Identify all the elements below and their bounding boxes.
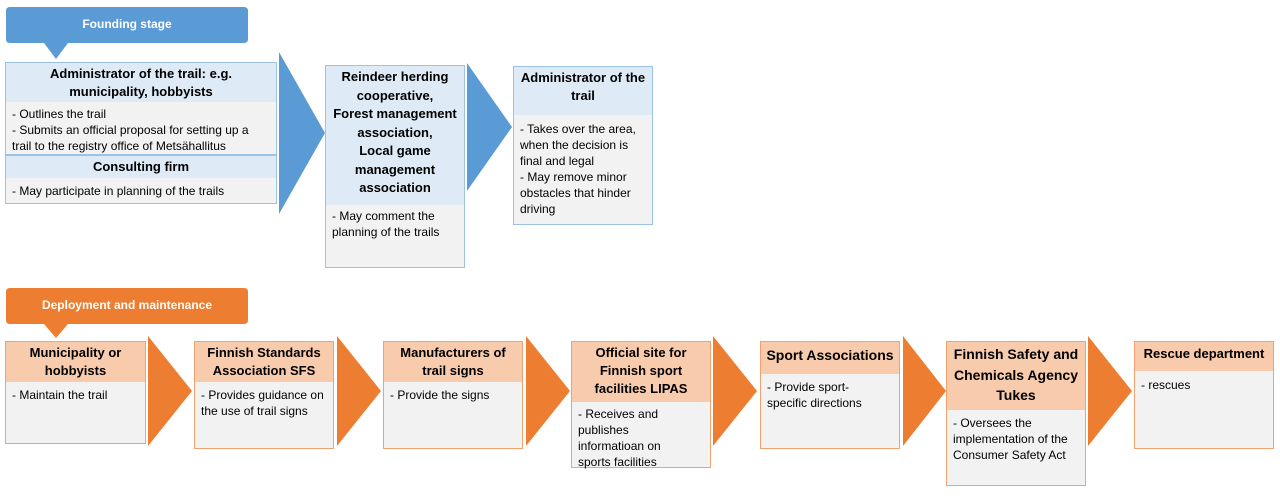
sfs-description: - Provides guidance on the use of trail … — [195, 382, 333, 448]
description-line: planning of the trails — [332, 225, 440, 239]
description-line: - Submits an official proposal for setti… — [12, 123, 249, 137]
description-line: trail to the registry office of Metsähal… — [12, 139, 226, 153]
sport-associations-description: - Provide sport- specific directions — [761, 374, 899, 448]
consulting-firm-description: - May participate in planning of the tra… — [6, 178, 276, 203]
lipas-description: - Receives and publishes informatioan on… — [572, 402, 710, 469]
title-line: management — [354, 161, 436, 177]
title-line: Finnish Standards — [207, 345, 321, 360]
rescue-department-box: Rescue department - rescues — [1134, 341, 1274, 449]
title-line: Forest management — [333, 106, 457, 121]
title-line: Sport Associations — [766, 347, 894, 363]
title-line: Administrator of the — [520, 70, 646, 85]
manufacturers-title: Manufacturers of trail signs — [384, 342, 522, 382]
sport-associations-box: Sport Associations - Provide sport- spec… — [760, 341, 900, 449]
description-line: - Outlines the trail — [12, 107, 107, 121]
chevron-right-icon — [903, 336, 946, 446]
description-line: the use of trail signs — [201, 404, 308, 418]
title-line: Finnish sport — [599, 363, 683, 378]
lipas-box: Official site for Finnish sport faciliti… — [571, 341, 711, 469]
chevron-right-icon — [526, 336, 570, 446]
title-line: Rescue department — [1143, 346, 1265, 361]
chevron-right-icon — [279, 52, 325, 214]
description-line: specific directions — [767, 396, 862, 410]
title-line: trail — [571, 88, 595, 103]
title-line: trail signs — [422, 363, 484, 378]
chevron-right-icon — [713, 336, 757, 446]
description-line: - rescues — [1141, 378, 1191, 392]
municipality-description: - Maintain the trail — [6, 382, 145, 443]
chevron-right-icon — [148, 336, 192, 446]
title-line: Local game — [359, 143, 431, 158]
description-line: - Oversees the — [953, 416, 1032, 430]
description-line: implementation of the — [953, 432, 1068, 446]
title-line: Manufacturers of — [400, 345, 506, 360]
tukes-box: Finnish Safety and Chemicals Agency Tuke… — [946, 341, 1086, 486]
admin-hobbyists-box: Administrator of the trail: e.g. municip… — [5, 62, 277, 155]
description-line: - May participate in planning of the tra… — [12, 184, 225, 198]
sport-associations-title: Sport Associations — [761, 342, 899, 374]
municipality-box: Municipality or hobbyists - Maintain the… — [5, 341, 146, 444]
description-line: - Provides guidance on — [201, 388, 324, 402]
chevron-right-icon — [337, 336, 381, 446]
deployment-callout: Deployment and maintenance — [6, 288, 248, 338]
title-line: Administrator of the trail: e.g. — [49, 66, 232, 81]
description-line: driving — [520, 202, 556, 216]
administrator-description: - Takes over the area, when the decision… — [514, 115, 652, 224]
title-line: association, — [357, 124, 433, 140]
tukes-title: Finnish Safety and Chemicals Agency Tuke… — [947, 342, 1085, 410]
municipality-title: Municipality or hobbyists — [6, 342, 145, 382]
manufacturers-box: Manufacturers of trail signs - Provide t… — [383, 341, 523, 449]
title-line: Association SFS — [212, 363, 316, 378]
callout-shape — [6, 7, 248, 59]
description-line: when the decision is — [520, 138, 629, 152]
lipas-title: Official site for Finnish sport faciliti… — [572, 342, 710, 402]
manufacturers-description: - Provide the signs — [384, 382, 522, 448]
description-line: obstacles that hinder — [520, 186, 631, 200]
title-line: Reindeer herding — [341, 69, 449, 84]
consulting-firm-box: Consulting firm - May participate in pla… — [5, 155, 277, 204]
sfs-box: Finnish Standards Association SFS - Prov… — [194, 341, 334, 449]
description-line: - Receives and — [578, 407, 659, 421]
title-line: Official site for — [595, 345, 687, 360]
founding-stage-callout: Founding stage — [6, 7, 248, 59]
title-line: hobbyists — [44, 363, 107, 378]
description-line: - Provide the signs — [390, 388, 490, 402]
description-line: publishes — [578, 423, 629, 437]
consulting-firm-title: Consulting firm — [6, 156, 276, 178]
administrator-title: Administrator of the trail — [514, 67, 652, 115]
description-line: - Maintain the trail — [12, 388, 108, 402]
title-line: facilities LIPAS — [594, 381, 688, 396]
description-line: - May comment the — [332, 209, 435, 223]
description-line: - Takes over the area, — [520, 122, 636, 136]
title-line: Tukes — [996, 387, 1036, 403]
title-line: Municipality or — [29, 345, 122, 360]
sfs-title: Finnish Standards Association SFS — [195, 342, 333, 382]
admin-hobbyists-title: Administrator of the trail: e.g. municip… — [6, 63, 276, 102]
description-line: Consumer Safety Act — [953, 448, 1066, 462]
reindeer-herding-box: Reindeer herding cooperative, Forest man… — [325, 65, 465, 268]
rescue-department-title: Rescue department — [1135, 342, 1273, 371]
description-line: final and legal — [520, 154, 595, 168]
title-line: association — [359, 180, 431, 195]
callout-shape — [6, 288, 248, 338]
chevron-right-icon — [467, 63, 512, 191]
description-line: - May remove minor — [520, 170, 627, 184]
description-line: informatioan on — [578, 439, 661, 453]
chevron-right-icon — [1088, 336, 1132, 446]
tukes-description: - Oversees the implementation of the Con… — [947, 410, 1085, 485]
reindeer-herding-title: Reindeer herding cooperative, Forest man… — [326, 66, 464, 205]
title-line: Consulting firm — [92, 159, 190, 174]
title-line: Finnish Safety and — [953, 346, 1079, 362]
deployment-title: Deployment and maintenance — [41, 298, 213, 312]
administrator-box: Administrator of the trail - Takes over … — [513, 66, 653, 225]
rescue-department-description: - rescues — [1135, 371, 1273, 448]
description-line: sports facilities — [578, 455, 657, 469]
title-line: Chemicals Agency — [954, 366, 1078, 383]
reindeer-herding-description: - May comment the planning of the trails — [326, 205, 464, 267]
founding-stage-title: Founding stage — [82, 17, 172, 31]
title-line: cooperative, — [356, 87, 434, 103]
admin-hobbyists-description: - Outlines the trail - Submits an offici… — [6, 102, 276, 154]
description-line: - Provide sport- — [767, 380, 850, 394]
title-line: municipality, hobbyists — [69, 84, 213, 99]
